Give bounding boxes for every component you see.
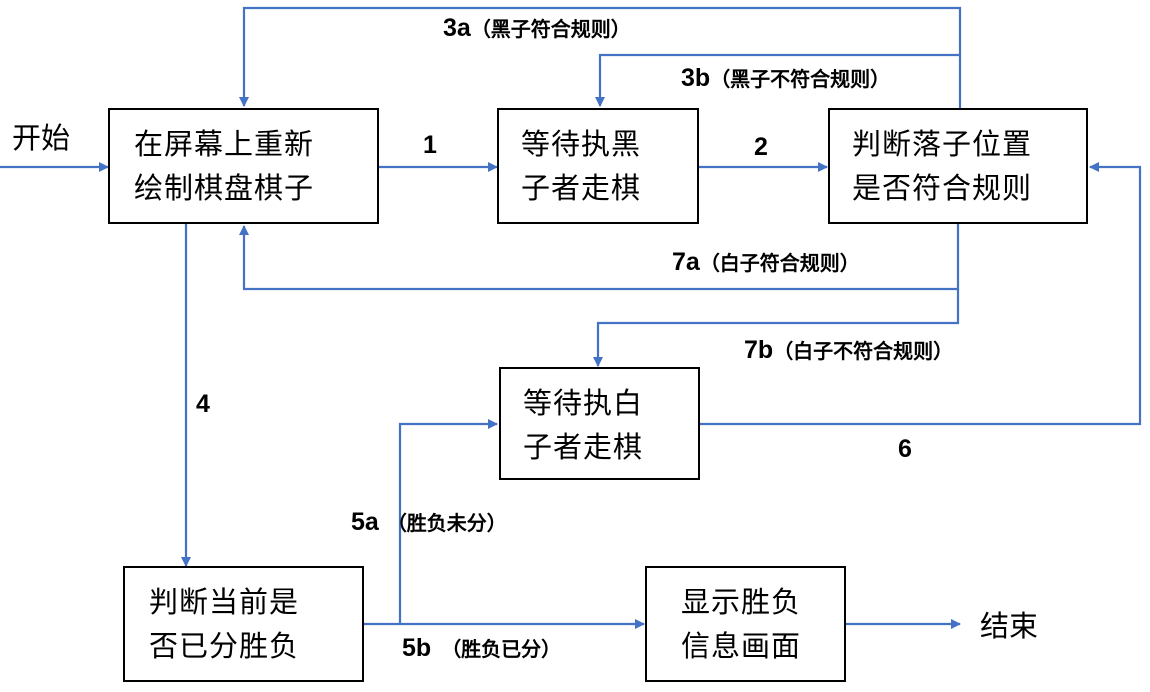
edge-3b-num: 3b	[681, 64, 711, 92]
wait-black-line2: 子者走棋	[521, 171, 642, 205]
arrow-3a	[239, 6, 962, 108]
redraw-board-box: 在屏幕上重新 绘制棋盘棋子	[108, 108, 379, 224]
show-result-line2: 信息画面	[681, 629, 802, 663]
edge-3a-text: （黑子符合规则）	[470, 17, 631, 41]
arrow-7b	[593, 289, 960, 367]
redraw-line2: 绘制棋盘棋子	[134, 171, 315, 205]
arrow-6	[700, 162, 1142, 426]
edge-label-7b: 7b（白子不符合规则）	[744, 335, 953, 365]
edge-label-2: 2	[754, 133, 768, 162]
arrow-7a	[239, 224, 960, 291]
wait-white-box: 等待执白 子者走棋	[499, 367, 700, 480]
edge-1-num: 1	[423, 131, 437, 159]
wait-white-line2: 子者走棋	[523, 430, 644, 464]
check-win-line1: 判断当前是	[149, 585, 300, 619]
wait-white-line1: 等待执白	[523, 386, 644, 420]
edge-label-5a: 5a （胜负未分）	[351, 507, 507, 537]
edge-4-num: 4	[196, 390, 210, 418]
arrow-3b	[595, 53, 960, 107]
show-result-box: 显示胜负 信息画面	[645, 566, 846, 682]
edge-label-4: 4	[196, 390, 210, 419]
wait-black-box: 等待执黑 子者走棋	[497, 108, 699, 224]
edge-5a-text: （胜负未分）	[386, 511, 507, 535]
edge-label-3b: 3b（黑子不符合规则）	[681, 63, 890, 93]
check-rule-line1: 判断落子位置	[852, 127, 1033, 161]
edge-label-3a: 3a（黑子符合规则）	[443, 13, 631, 43]
check-win-line2: 否已分胜负	[149, 629, 300, 663]
edge-7a-num: 7a	[672, 248, 700, 276]
show-result-line1: 显示胜负	[681, 585, 802, 619]
edge-7b-text: （白子不符合规则）	[773, 339, 954, 363]
redraw-line1: 在屏幕上重新	[134, 127, 315, 161]
edge-5b-num: 5b	[402, 634, 432, 662]
edge-label-6: 6	[898, 435, 912, 464]
edge-6-num: 6	[898, 435, 912, 463]
check-rule-box: 判断落子位置 是否符合规则	[828, 108, 1088, 224]
start-label: 开始	[12, 121, 71, 155]
check-win-box: 判断当前是 否已分胜负	[123, 566, 364, 682]
edge-2-num: 2	[754, 133, 768, 161]
edge-label-7a: 7a（白子符合规则）	[672, 247, 860, 277]
edge-5a-num: 5a	[351, 508, 379, 536]
edge-5b-text: （胜负已分）	[441, 637, 562, 661]
edge-7b-num: 7b	[744, 336, 774, 364]
edge-label-5b: 5b （胜负已分）	[402, 633, 561, 663]
edge-3b-text: （黑子不符合规则）	[710, 67, 891, 91]
arrow-5a	[398, 419, 498, 624]
edge-7a-text: （白子符合规则）	[699, 251, 860, 275]
check-rule-line2: 是否符合规则	[852, 171, 1033, 205]
end-label: 结束	[980, 609, 1039, 643]
edge-3a-num: 3a	[443, 14, 471, 42]
edge-label-1: 1	[423, 131, 437, 160]
wait-black-line1: 等待执黑	[521, 127, 642, 161]
